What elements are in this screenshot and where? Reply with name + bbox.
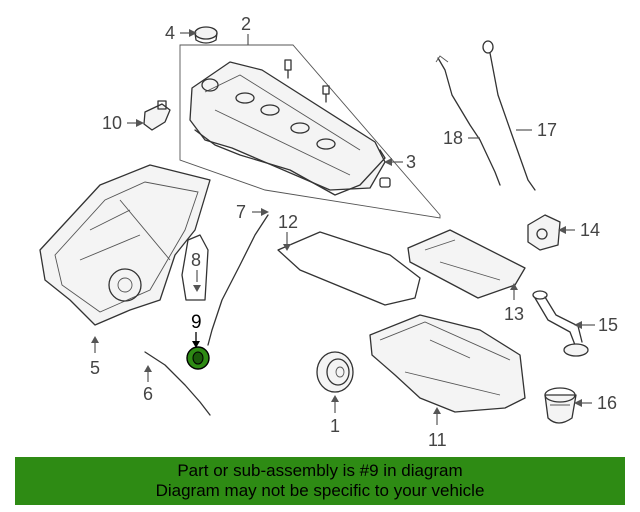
callout-15: 15 xyxy=(574,315,618,335)
valve-cover-inset xyxy=(179,44,441,219)
parts-diagram: 1 2 3 4 5 6 7 8 9 10 xyxy=(39,14,618,450)
front-seal-highlighted xyxy=(186,346,210,370)
gasket-8 xyxy=(181,234,209,301)
callout-4: 4 xyxy=(165,23,197,43)
svg-text:13: 13 xyxy=(504,304,524,324)
gasket-6 xyxy=(144,351,211,416)
bracket-14 xyxy=(527,214,561,251)
oil-filter xyxy=(544,387,577,424)
svg-text:9: 9 xyxy=(191,312,202,333)
oil-filler-cap xyxy=(194,26,218,44)
callout-6: 6 xyxy=(143,365,153,404)
callout-17: 17 xyxy=(516,120,557,140)
svg-text:10: 10 xyxy=(102,113,122,133)
svg-text:6: 6 xyxy=(143,384,153,404)
svg-text:7: 7 xyxy=(236,202,246,222)
svg-text:11: 11 xyxy=(428,430,447,450)
callout-7: 7 xyxy=(236,202,269,222)
svg-text:2: 2 xyxy=(241,14,251,34)
oil-baffle xyxy=(407,229,526,299)
oil-pickup-tube xyxy=(532,290,589,357)
svg-text:18: 18 xyxy=(443,128,463,148)
svg-text:3: 3 xyxy=(406,152,416,172)
svg-text:5: 5 xyxy=(90,358,100,378)
svg-text:1: 1 xyxy=(330,416,340,436)
callout-3: 3 xyxy=(384,152,416,172)
diagram-notice-banner: Part or sub-assembly is #9 in diagram Di… xyxy=(15,457,625,505)
dipstick xyxy=(482,40,536,191)
notice-line-2: Diagram may not be specific to your vehi… xyxy=(155,481,485,500)
seal-strip-7 xyxy=(207,214,269,346)
svg-text:17: 17 xyxy=(537,120,557,140)
svg-text:12: 12 xyxy=(278,212,298,232)
svg-text:14: 14 xyxy=(580,220,600,240)
callout-5: 5 xyxy=(90,336,100,378)
svg-text:15: 15 xyxy=(598,315,618,335)
callout-18: 18 xyxy=(443,128,480,148)
callout-12: 12 xyxy=(278,212,298,251)
svg-text:16: 16 xyxy=(597,393,617,413)
sensor-part xyxy=(143,100,171,131)
callout-16: 16 xyxy=(574,393,617,413)
timing-cover xyxy=(39,164,211,326)
callout-11: 11 xyxy=(428,407,447,450)
callout-2: 2 xyxy=(241,14,251,45)
callout-1: 1 xyxy=(330,395,340,436)
oil-pan xyxy=(369,314,526,413)
crank-pulley xyxy=(316,351,354,393)
dipstick-tube xyxy=(435,55,501,186)
callout-13: 13 xyxy=(504,283,524,324)
notice-line-1: Part or sub-assembly is #9 in diagram xyxy=(177,461,463,480)
callout-10: 10 xyxy=(102,113,144,133)
oil-pan-gasket xyxy=(277,231,421,306)
svg-text:4: 4 xyxy=(165,23,175,43)
callout-8: 8 xyxy=(191,250,201,292)
callout-14: 14 xyxy=(558,220,600,240)
svg-text:8: 8 xyxy=(191,250,201,270)
callout-9-highlighted: 9 xyxy=(191,312,202,348)
